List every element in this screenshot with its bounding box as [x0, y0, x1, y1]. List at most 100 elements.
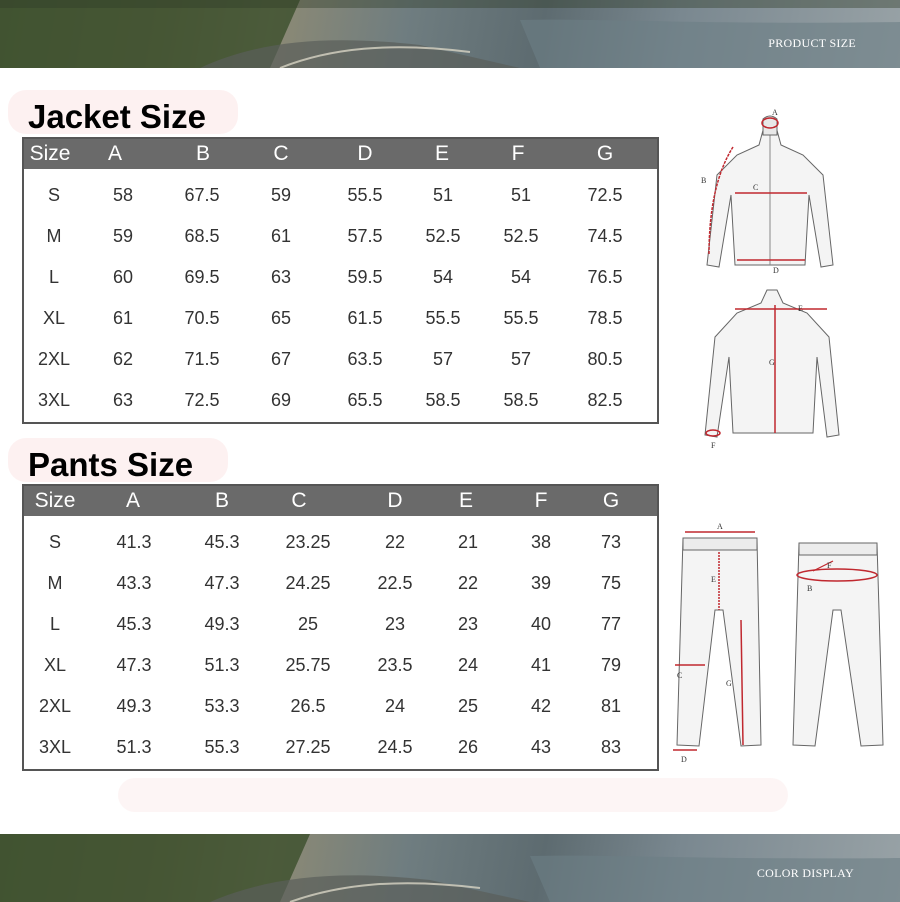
measurement-cell: 22.5	[377, 573, 413, 593]
measurement-cell: 69.5	[184, 267, 220, 287]
label-a: A	[772, 108, 778, 117]
header-g: G	[596, 142, 614, 165]
measurement-cell: 83	[600, 737, 622, 757]
measurement-cell: 27.25	[285, 737, 331, 757]
header-b: B	[214, 489, 230, 512]
size-cell: 3XL	[38, 737, 72, 757]
header-c: C	[291, 489, 307, 512]
measurement-cell: 65.5	[347, 390, 383, 410]
label-f: F	[827, 561, 832, 570]
label-b: B	[807, 584, 812, 593]
measurement-cell: 25	[457, 696, 479, 716]
label-c: C	[753, 183, 758, 192]
measurement-cell: 58.5	[503, 390, 539, 410]
measurement-cell: 61.5	[347, 308, 383, 328]
measurement-cell: 54	[510, 267, 532, 287]
size-cell: XL	[42, 308, 66, 328]
header-size: Size	[34, 489, 76, 512]
measurement-cell: 81	[600, 696, 622, 716]
measurement-cell: 26	[457, 737, 479, 757]
size-cell: 2XL	[38, 696, 72, 716]
measurement-cell: 21	[457, 532, 479, 552]
measurement-cell: 53.3	[204, 696, 240, 716]
measurement-cell: 76.5	[587, 267, 623, 287]
measurement-cell: 22	[384, 532, 406, 552]
measurement-cell: 51.3	[116, 737, 152, 757]
size-cell: L	[48, 267, 60, 287]
label-b: B	[701, 176, 706, 185]
measurement-cell: 22	[457, 573, 479, 593]
header-a: A	[107, 142, 123, 165]
measurement-cell: 77	[600, 614, 622, 634]
measurement-cell: 47.3	[116, 655, 152, 675]
bottom-banner: COLOR DISPLAY	[0, 834, 900, 902]
header-g: G	[602, 489, 620, 512]
measurement-cell: 25	[297, 614, 319, 634]
pants-front-diagram: A E C G D	[665, 520, 775, 770]
measurement-cell: 65	[270, 308, 292, 328]
label-d: D	[773, 266, 779, 275]
measurement-cell: 51	[432, 185, 454, 205]
size-cell: XL	[43, 655, 67, 675]
label-c: C	[677, 671, 682, 680]
header-f: F	[511, 142, 525, 165]
header-size: Size	[29, 142, 71, 165]
header-a: A	[125, 489, 141, 512]
jacket-front-diagram: A B C D	[695, 105, 855, 285]
measurement-cell: 73	[600, 532, 622, 552]
measurement-cell: 43	[530, 737, 552, 757]
bottom-highlight	[118, 778, 788, 812]
pants-back-diagram: F B	[785, 535, 895, 760]
title-highlight	[8, 438, 228, 482]
size-cell: M	[46, 226, 62, 246]
measurement-cell: 49.3	[204, 614, 240, 634]
measurement-cell: 58	[112, 185, 134, 205]
measurement-cell: 55.3	[204, 737, 240, 757]
pants-table-header: Size A B C D E F G	[24, 486, 657, 516]
measurement-cell: 52.5	[503, 226, 539, 246]
measurement-cell: 63	[270, 267, 292, 287]
measurement-cell: 51	[510, 185, 532, 205]
header-e: E	[434, 142, 450, 165]
measurement-cell: 55.5	[425, 308, 461, 328]
measurement-cell: 43.3	[116, 573, 152, 593]
measurement-cell: 80.5	[587, 349, 623, 369]
measurement-cell: 42	[530, 696, 552, 716]
measurement-cell: 54	[432, 267, 454, 287]
measurement-cell: 26.5	[290, 696, 326, 716]
measurement-cell: 59	[112, 226, 134, 246]
measurement-cell: 51.3	[204, 655, 240, 675]
measurement-cell: 61	[112, 308, 134, 328]
coastal-road-photo	[0, 834, 900, 902]
measurement-cell: 41	[530, 655, 552, 675]
measurement-cell: 47.3	[204, 573, 240, 593]
measurement-cell: 24.25	[285, 573, 331, 593]
size-cell: 2XL	[37, 349, 71, 369]
measurement-cell: 57	[432, 349, 454, 369]
measurement-cell: 82.5	[587, 390, 623, 410]
measurement-cell: 55.5	[503, 308, 539, 328]
color-display-label: COLOR DISPLAY	[756, 866, 854, 880]
measurement-cell: 45.3	[116, 614, 152, 634]
measurement-cell: 60	[112, 267, 134, 287]
measurement-cell: 23.5	[377, 655, 413, 675]
coastal-road-photo	[0, 0, 900, 68]
measurement-cell: 23	[457, 614, 479, 634]
pants-size-title: Pants Size	[28, 446, 194, 483]
measurement-cell: 57.5	[347, 226, 383, 246]
size-cell: 3XL	[37, 390, 71, 410]
size-cell: L	[49, 614, 61, 634]
label-a: A	[717, 522, 723, 531]
measurement-cell: 69	[270, 390, 292, 410]
measurement-cell: 25.75	[285, 655, 331, 675]
size-cell: S	[47, 185, 61, 205]
measurement-cell: 63	[112, 390, 134, 410]
label-e: E	[711, 575, 716, 584]
